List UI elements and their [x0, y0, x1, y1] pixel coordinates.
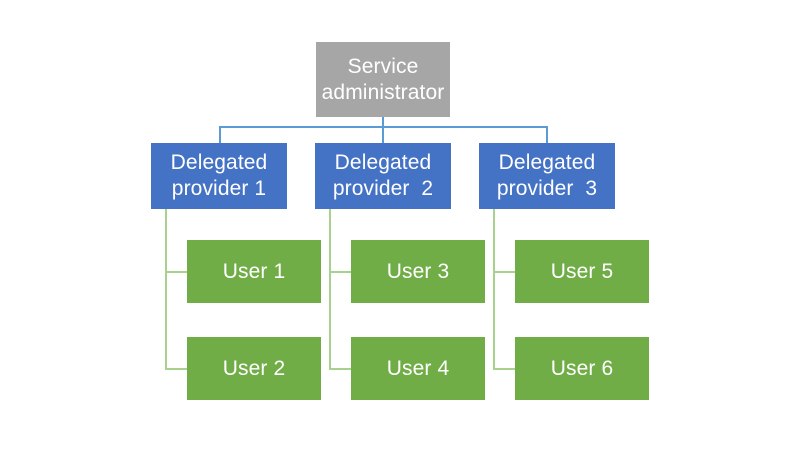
connector-trunk-provider-3 [493, 209, 495, 370]
connector-branch-user-5 [493, 271, 515, 273]
node-label: User 1 [222, 259, 286, 283]
node-user-6[interactable]: User 6 [515, 337, 649, 400]
connector-branch-user-3 [329, 271, 352, 273]
node-label: Delegated provider 2 [332, 151, 434, 200]
connector-trunk-provider-1 [165, 209, 167, 370]
connector-trunk-provider-2 [329, 209, 331, 370]
node-service-administrator[interactable]: Service administrator [316, 42, 450, 117]
node-delegated-provider-3[interactable]: Delegated provider 3 [479, 143, 615, 209]
node-label: Delegated provider 3 [496, 151, 598, 200]
node-user-1[interactable]: User 1 [187, 240, 321, 303]
connector-branch-user-1 [165, 271, 188, 273]
node-delegated-provider-1[interactable]: Delegated provider 1 [151, 143, 287, 209]
node-user-2[interactable]: User 2 [187, 337, 321, 400]
node-label: Delegated provider 1 [170, 151, 268, 200]
node-label: User 6 [550, 356, 614, 380]
node-label: User 5 [550, 259, 614, 283]
connector-drop-provider-2 [382, 126, 384, 143]
connector-drop-provider-1 [219, 126, 221, 143]
connector-drop-provider-3 [546, 126, 548, 143]
node-user-3[interactable]: User 3 [351, 240, 485, 303]
node-delegated-provider-2[interactable]: Delegated provider 2 [315, 143, 451, 209]
connector-branch-user-6 [493, 368, 515, 370]
node-user-4[interactable]: User 4 [351, 337, 485, 400]
node-label: Service administrator [321, 54, 445, 104]
node-label: User 3 [386, 259, 450, 283]
node-label: User 4 [386, 356, 450, 380]
node-user-5[interactable]: User 5 [515, 240, 649, 303]
connector-root-stem [382, 117, 384, 127]
connector-branch-user-4 [329, 368, 352, 370]
connector-branch-user-2 [165, 368, 188, 370]
node-label: User 2 [222, 356, 286, 380]
